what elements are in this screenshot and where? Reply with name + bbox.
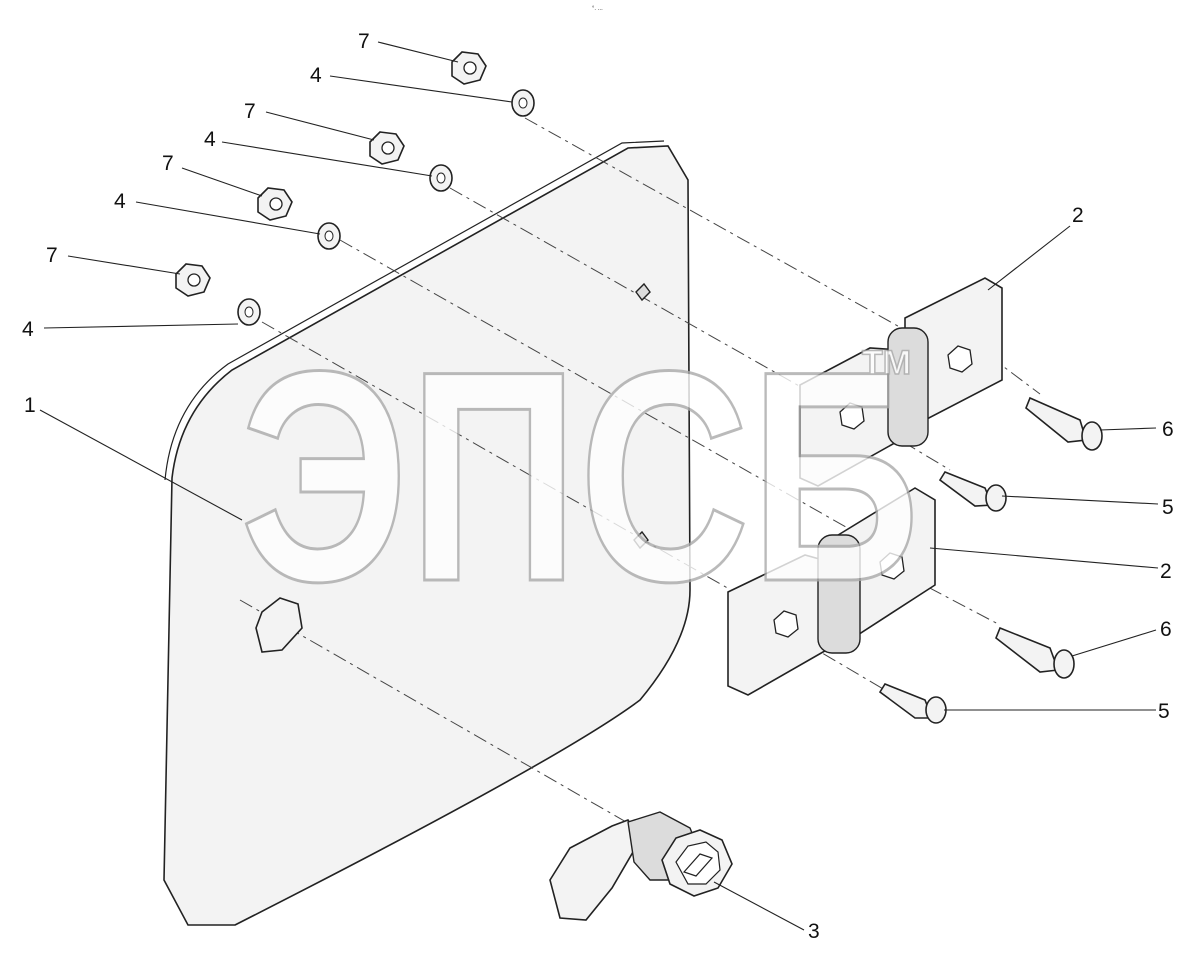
callout-4: 4: [310, 64, 322, 87]
screw-icon: [878, 683, 947, 724]
callout-5: 5: [1162, 496, 1174, 519]
header-mark: °. ...: [592, 6, 603, 12]
assembly-center-lines: [239, 117, 1041, 831]
screw-icon: [1025, 396, 1103, 451]
watermark-logo: ЭПСБ TM: [239, 307, 922, 646]
nut-group: [175, 51, 487, 297]
panel-hole-lower: [633, 530, 649, 550]
washer-icon: [317, 222, 341, 250]
callout-6: 6: [1162, 418, 1174, 441]
callout-2: 2: [1160, 560, 1172, 583]
callout-4: 4: [22, 318, 34, 341]
nut-icon: [369, 131, 405, 165]
callout-4: 4: [114, 190, 126, 213]
callout-5: 5: [1158, 700, 1170, 723]
callout-6: 6: [1160, 618, 1172, 641]
washer-icon: [511, 89, 535, 117]
callout-3: 3: [808, 920, 820, 943]
washer-icon: [237, 298, 261, 326]
callouts: 7 4 7 4 7 4 7 4 1 2 6 5 2 6 5 3: [22, 30, 1174, 943]
nut-icon: [175, 263, 211, 297]
callout-2: 2: [1072, 204, 1084, 227]
lock-cutout: [255, 597, 303, 653]
callout-7: 7: [46, 244, 58, 267]
hinge-upper: [799, 277, 1003, 487]
screw-group: [878, 396, 1103, 724]
callout-7: 7: [244, 100, 256, 123]
watermark-text: ЭПСБ: [240, 308, 920, 644]
panel-hole-upper: [635, 282, 651, 302]
screw-icon: [938, 471, 1007, 512]
nut-icon: [257, 187, 293, 221]
nut-icon: [451, 51, 487, 85]
callout-1: 1: [24, 394, 36, 417]
washer-group: [237, 89, 535, 326]
cam-lock: [549, 811, 733, 921]
hinge-lower: [727, 487, 936, 696]
leader-lines: [39, 41, 1159, 931]
washer-icon: [429, 164, 453, 192]
callout-7: 7: [162, 152, 174, 175]
callout-4: 4: [204, 128, 216, 151]
callout-7: 7: [358, 30, 370, 53]
watermark-trademark: TM: [862, 344, 911, 382]
screw-icon: [995, 626, 1075, 679]
